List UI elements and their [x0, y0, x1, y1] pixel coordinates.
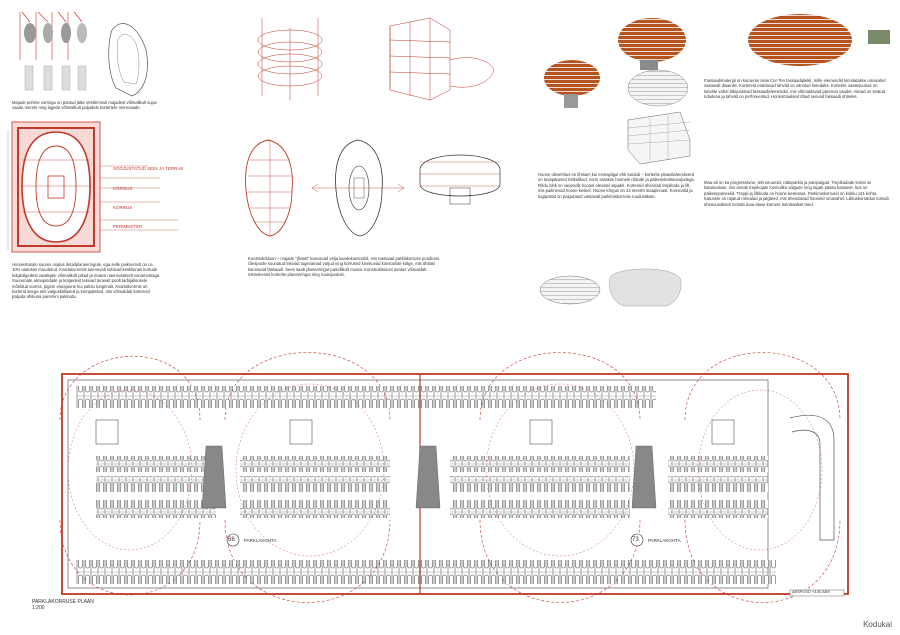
parking-plan	[59, 352, 849, 603]
form-sequence-diagram	[19, 11, 148, 97]
building-description: Hoone ülesehitus on lihtsam kui esmapilg…	[538, 172, 695, 199]
parking-label-right: PARKLAKOHTA	[648, 538, 681, 543]
apartment-floor-plan	[7, 121, 178, 253]
plan-level-tag: ABSPOOD +3.80 ABS	[792, 590, 830, 594]
dim-label: KÕRGUS	[113, 186, 133, 191]
plan-section-diagrams	[245, 139, 501, 237]
building-renders	[539, 14, 890, 307]
form-caption: Majade pehme vormiga on püütud jätta Ves…	[12, 100, 158, 111]
plan-description: Maa-ali on ka progressiivne, tehnoruumid…	[704, 180, 889, 207]
parking-count-left: 68	[228, 537, 235, 543]
facade-description: Fassaadimaterjal on kumeras osas Cor-Ten…	[704, 78, 886, 100]
plan-title: PARKLAKORRUSE PLAAN 1:200	[32, 599, 94, 611]
plan-title-text: PARKLAKORRUSE PLAAN	[32, 599, 94, 605]
dim-label: PERIMEETER	[113, 224, 143, 229]
plan-scale-text: 1:200	[32, 605, 45, 611]
structure-description: Konstruktsioon – majade "jõvast" kaevava…	[248, 256, 441, 278]
dim-label: KORRUS	[113, 205, 133, 210]
brand-label: Kodukai	[863, 620, 892, 629]
dim-label: SOOJUSTATUD SEIN JA TERRAS	[113, 166, 184, 171]
left-description: Hoonestusalo suures osalus detailplaneer…	[12, 262, 161, 300]
parking-label-left: PARKLAKOHTA	[244, 538, 277, 543]
structure-axonometric	[257, 17, 495, 101]
parking-count-right: 73	[632, 537, 639, 543]
